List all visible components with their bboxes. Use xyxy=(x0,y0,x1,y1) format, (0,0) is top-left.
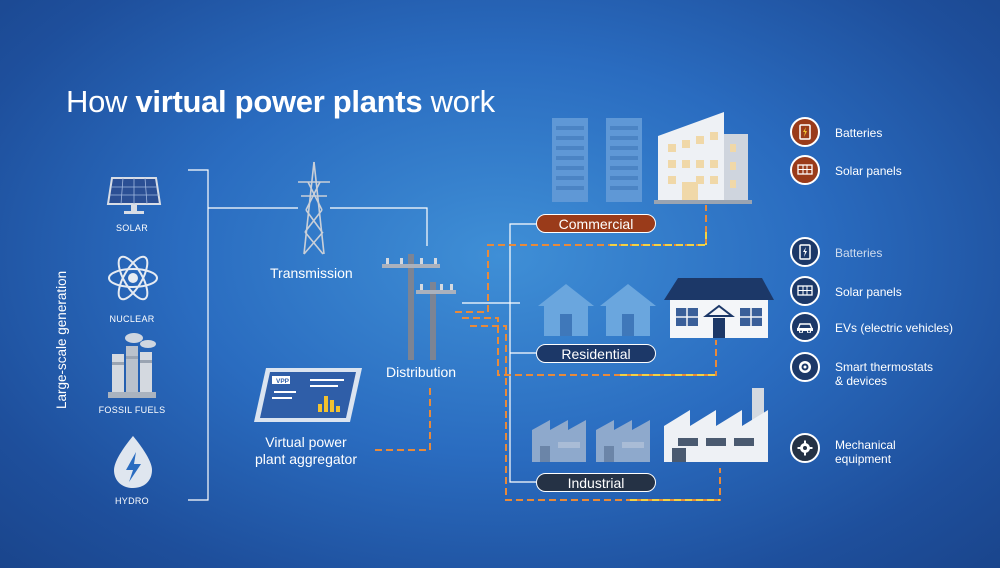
smokestack-icon xyxy=(108,333,156,398)
aggregator-label-line1: Virtual power xyxy=(265,434,347,450)
industrial-factories-icon xyxy=(532,388,768,462)
residential-feature-thermostat-line1: Smart thermostats xyxy=(835,360,934,374)
sector-pill-industrial: Industrial xyxy=(536,473,656,492)
industrial-feature-line1: Mechanical xyxy=(835,438,896,452)
atom-icon xyxy=(108,255,158,301)
solar-panel-icon xyxy=(790,155,820,185)
generation-heading: Large-scale generation xyxy=(54,270,69,409)
source-label-hydro: HYDRO xyxy=(114,496,149,506)
water-drop-lightning-icon xyxy=(114,436,152,488)
residential-houses-icon xyxy=(538,278,774,338)
vpp-tag: VPP xyxy=(276,378,290,385)
car-icon xyxy=(790,312,820,342)
residential-feature-thermostat: Smart thermostats & devices xyxy=(835,360,933,388)
residential-feature-solar: Solar panels xyxy=(835,285,902,299)
industrial-feature-line2: equipment xyxy=(835,452,892,466)
industrial-feature-mechanical: Mechanical equipment xyxy=(835,438,896,466)
commercial-feature-batteries: Batteries xyxy=(835,126,883,140)
residential-feature-ev: EVs (electric vehicles) xyxy=(835,321,954,335)
residential-feature-batteries: Batteries xyxy=(835,246,883,260)
residential-feature-thermostat-line2: & devices xyxy=(835,374,888,388)
battery-icon xyxy=(790,117,820,147)
source-label-solar: SOLAR xyxy=(115,223,148,233)
commercial-feature-solar: Solar panels xyxy=(835,164,902,178)
thermostat-icon xyxy=(790,352,820,382)
transmission-tower-icon xyxy=(298,161,330,255)
transmission-label: Transmission xyxy=(270,265,353,281)
source-label-fossil: FOSSIL FUELS xyxy=(98,405,166,415)
utility-pole-icon xyxy=(382,254,456,360)
distribution-label: Distribution xyxy=(386,364,457,380)
aggregator-label: Virtual power plant aggregator xyxy=(236,434,376,468)
commercial-buildings-icon xyxy=(552,112,752,204)
aggregator-label-line2: plant aggregator xyxy=(255,451,357,467)
sector-pill-commercial: Commercial xyxy=(536,214,656,233)
dashboard-icon: VPP xyxy=(254,368,362,422)
source-label-nuclear: NUCLEAR xyxy=(109,314,155,324)
solar-panel-icon xyxy=(106,177,162,214)
sector-pill-residential: Residential xyxy=(536,344,656,363)
battery-icon xyxy=(790,237,820,267)
solar-panel-icon xyxy=(790,276,820,306)
page-title: How virtual power plants work xyxy=(66,84,495,119)
gear-icon xyxy=(790,433,820,463)
